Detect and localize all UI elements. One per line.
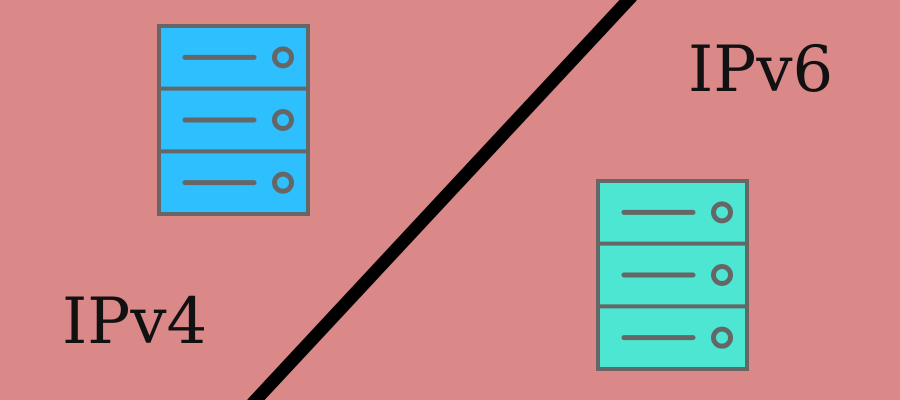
- server-led-icon: [711, 201, 733, 224]
- divider-line: [247, 0, 637, 400]
- server-led-icon: [272, 46, 294, 69]
- ipv4-server-icon: [157, 24, 310, 216]
- ipv4-label: IPv4: [62, 285, 208, 359]
- server-led-icon: [272, 109, 294, 131]
- server-led-icon: [272, 171, 294, 194]
- ipv6-label: IPv6: [688, 33, 834, 107]
- server-led-icon: [711, 264, 733, 286]
- ipv6-server-icon: [596, 179, 749, 371]
- server-led-icon: [711, 326, 733, 349]
